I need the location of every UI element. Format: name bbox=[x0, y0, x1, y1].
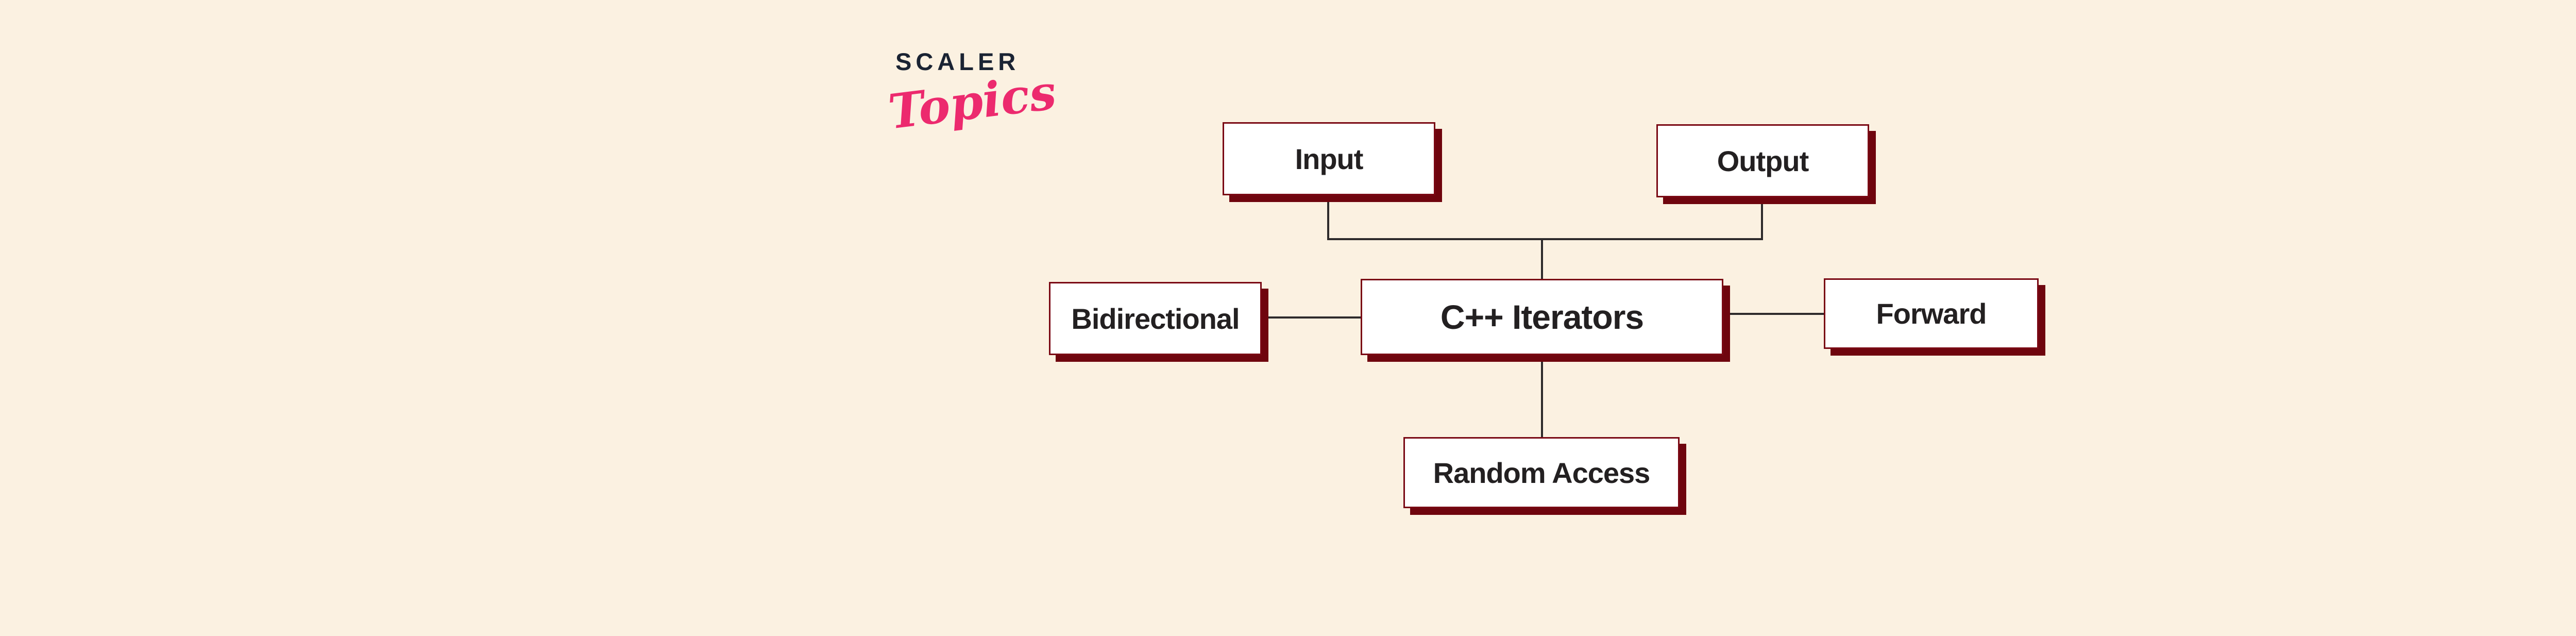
connector-center-up bbox=[1541, 238, 1543, 281]
logo-brand-text: SCALER bbox=[895, 48, 1020, 75]
node-cpp-iterators-label: C++ Iterators bbox=[1440, 298, 1644, 336]
node-bidirectional: Bidirectional bbox=[1049, 282, 1262, 355]
node-input: Input bbox=[1223, 122, 1435, 195]
node-output: Output bbox=[1656, 124, 1869, 197]
connector-input-down bbox=[1327, 195, 1329, 240]
node-input-label: Input bbox=[1295, 142, 1364, 175]
connector-bidirectional-center bbox=[1260, 316, 1362, 319]
connector-center-down bbox=[1541, 354, 1543, 438]
connector-center-forward bbox=[1722, 313, 1825, 315]
connector-top-horizontal bbox=[1327, 238, 1763, 240]
node-forward: Forward bbox=[1824, 278, 2039, 349]
node-forward-label: Forward bbox=[1876, 297, 1987, 330]
connector-output-down bbox=[1761, 197, 1763, 240]
node-random-access: Random Access bbox=[1403, 437, 1680, 508]
node-random-access-label: Random Access bbox=[1433, 456, 1651, 489]
node-bidirectional-label: Bidirectional bbox=[1071, 302, 1240, 335]
node-cpp-iterators: C++ Iterators bbox=[1361, 279, 1723, 355]
scaler-topics-logo: SCALER Topics bbox=[886, 48, 1059, 158]
node-output-label: Output bbox=[1717, 144, 1809, 177]
